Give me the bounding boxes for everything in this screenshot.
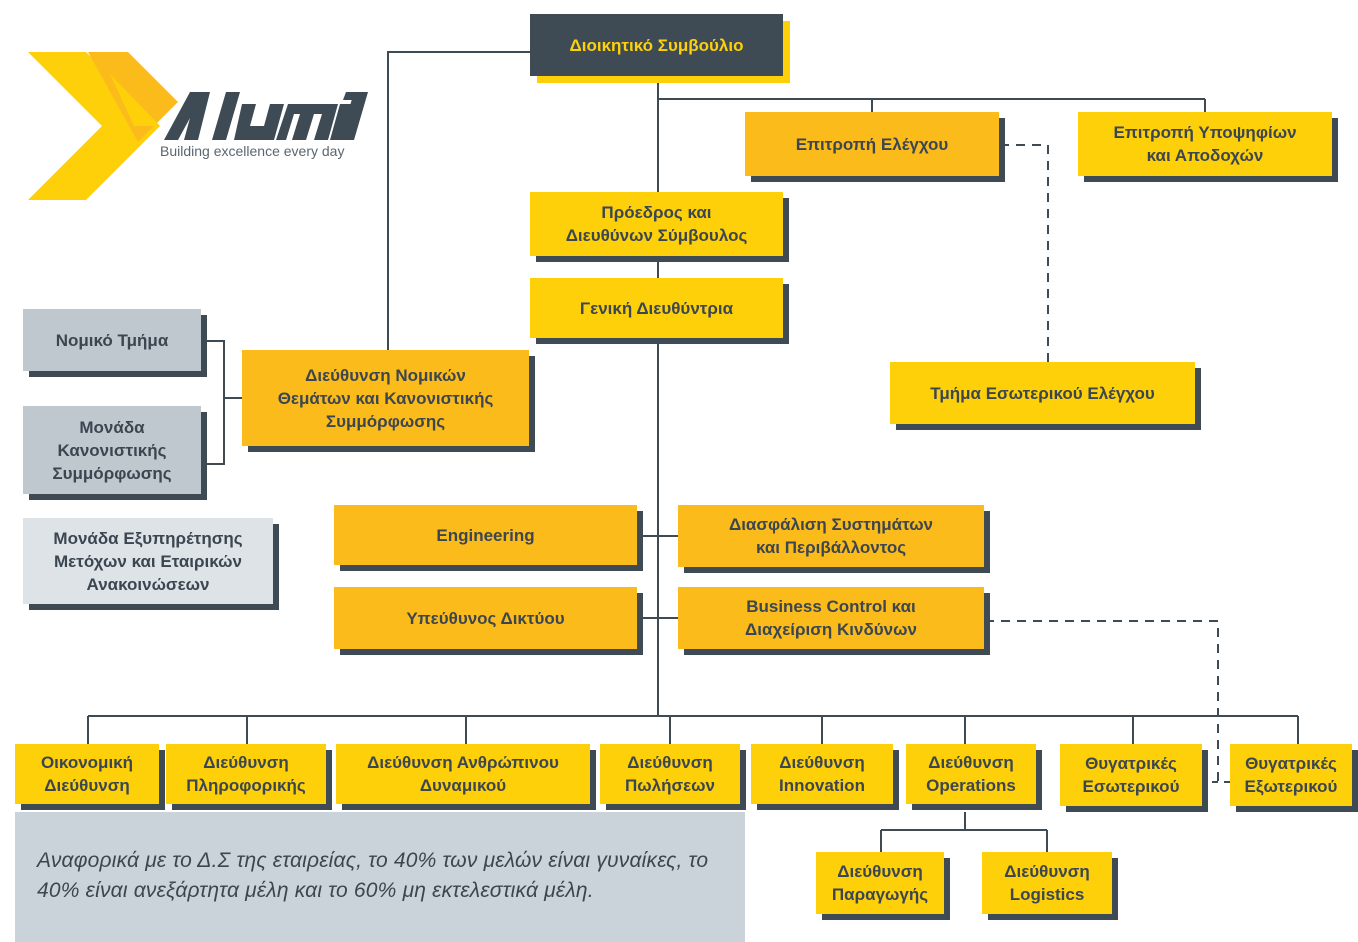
note-text: Αναφορικά με το Δ.Σ της εταιρείας, το 40… [37,849,709,902]
finance-label: Οικονομική Διεύθυνση [40,753,134,795]
internal-audit-label: Τμήμα Εσωτερικού Ελέγχου [930,383,1155,403]
nomination-committee-label: Επιτροπή Υποψηφίων και Αποδοχών [1113,123,1297,165]
business-control-label: Business Control και Διαχείριση Κινδύνων [745,597,917,639]
legal-department-label: Νομικό Τμήμα [55,330,169,350]
audit-committee-box: Επιτροπή Ελέγχου [745,112,999,176]
quality-systems-label: Διασφάλιση Συστημάτων και Περιβάλλοντος [728,515,934,557]
operations-box: Διεύθυνση Operations [906,744,1036,804]
audit-dashed-line [1000,144,1049,362]
sales-label: Διεύθυνση Πωλήσεων [625,753,715,795]
logo-tagline: Building excellence every day [160,143,344,159]
domestic-subsidiaries-box: Θυγατρικές Εσωτερικού [1060,744,1202,806]
board-composition-note: Αναφορικά με το Δ.Σ της εταιρείας, το 40… [15,812,745,942]
risk-dashed-line [985,620,1230,783]
it-label: Διεύθυνση Πληροφορικής [186,753,306,795]
sales-box: Διεύθυνση Πωλήσεων [600,744,740,804]
it-box: Διεύθυνση Πληροφορικής [166,744,326,804]
ceo-label: Πρόεδρος και Διευθύνων Σύμβουλος [565,203,748,245]
logistics-label: Διεύθυνση Logistics [1004,862,1090,904]
production-label: Διεύθυνση Παραγωγής [831,862,929,904]
operations-label: Διεύθυνση Operations [926,753,1016,795]
finance-box: Οικονομική Διεύθυνση [15,744,159,804]
compliance-unit-label: Μονάδα Κανονιστικής Συμμόρφωσης [52,417,172,483]
general-director-label: Γενική Διευθύντρια [579,298,734,318]
compliance-unit-box: Μονάδα Κανονιστικής Συμμόρφωσης [23,406,201,494]
engineering-label: Engineering [436,525,535,545]
domestic-subsidiaries-label: Θυγατρικές Εσωτερικού [1082,754,1180,796]
engineering-box: Engineering [334,505,637,565]
shareholder-services-label: Μονάδα Εξυπηρέτησης Μετόχων και Εταιρικώ… [53,528,243,594]
network-manager-box: Υπεύθυνος Δικτύου [334,587,637,649]
hr-label: Διεύθυνση Ανθρώπινου Δυναμικού [367,753,559,795]
logistics-box: Διεύθυνση Logistics [982,852,1112,914]
business-control-box: Business Control και Διαχείριση Κινδύνων [678,587,984,649]
audit-committee-label: Επιτροπή Ελέγχου [795,134,949,154]
alumil-logo: Building excellence every day [28,52,368,200]
board-label: Διοικητικό Συμβούλιο [569,35,744,55]
board-of-directors-box: Διοικητικό Συμβούλιο [530,14,783,76]
legal-units-line [206,340,225,465]
production-box: Διεύθυνση Παραγωγής [816,852,944,914]
network-manager-label: Υπεύθυνος Δικτύου [406,608,565,628]
shareholder-services-box: Μονάδα Εξυπηρέτησης Μετόχων και Εταιρικώ… [23,518,273,604]
hr-box: Διεύθυνση Ανθρώπινου Δυναμικού [336,744,590,804]
quality-systems-box: Διασφάλιση Συστημάτων και Περιβάλλοντος [678,505,984,567]
foreign-subsidiaries-label: Θυγατρικές Εξωτερικού [1244,754,1338,796]
general-director-box: Γενική Διευθύντρια [530,278,783,338]
foreign-subsidiaries-box: Θυγατρικές Εξωτερικού [1230,744,1352,806]
legal-department-box: Νομικό Τμήμα [23,309,201,371]
nomination-committee-box: Επιτροπή Υποψηφίων και Αποδοχών [1078,112,1332,176]
innovation-box: Διεύθυνση Innovation [751,744,893,804]
ceo-box: Πρόεδρος και Διευθύνων Σύμβουλος [530,192,783,256]
legal-compliance-division-label: Διεύθυνση Νομικών Θεμάτων και Κανονιστικ… [277,365,494,431]
innovation-label: Διεύθυνση Innovation [779,753,865,795]
legal-compliance-division-box: Διεύθυνση Νομικών Θεμάτων και Κανονιστικ… [242,350,529,446]
internal-audit-box: Τμήμα Εσωτερικού Ελέγχου [890,362,1195,424]
board-to-legal-line [387,51,530,350]
